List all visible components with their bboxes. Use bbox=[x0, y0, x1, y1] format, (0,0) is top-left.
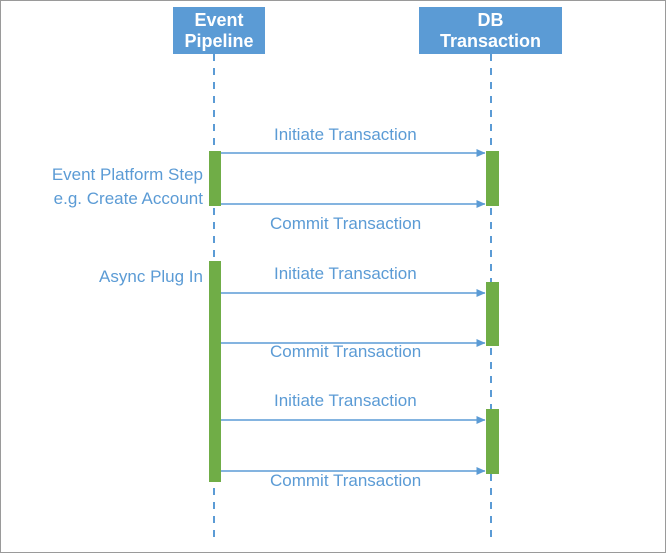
participant-db-transaction-line1: DB bbox=[477, 9, 504, 30]
activation-bar-db-transaction-2[interactable] bbox=[486, 282, 499, 346]
annotation-async-plug-in-line1: Async Plug In bbox=[99, 267, 203, 286]
participant-event-pipeline-line1: Event bbox=[194, 9, 244, 30]
message-label-3: Initiate Transaction bbox=[274, 264, 417, 283]
activation-bar-db-transaction-1[interactable] bbox=[486, 151, 499, 206]
message-label-1: Initiate Transaction bbox=[274, 125, 417, 144]
annotation-event-platform-step-line2: e.g. Create Account bbox=[53, 189, 203, 208]
participant-db-transaction[interactable]: DB Transaction bbox=[419, 7, 562, 54]
participant-event-pipeline-line2: Pipeline bbox=[184, 30, 254, 51]
activation-bar-db-transaction-3[interactable] bbox=[486, 409, 499, 474]
message-arrow-group bbox=[221, 149, 486, 475]
annotation-event-platform-step: Event Platform Step e.g. Create Account bbox=[23, 163, 203, 211]
activation-bar-event-pipeline-1[interactable] bbox=[209, 151, 221, 206]
message-label-4: Commit Transaction bbox=[270, 342, 422, 361]
message-label-5: Initiate Transaction bbox=[274, 391, 417, 410]
annotation-event-platform-step-line1: Event Platform Step bbox=[51, 165, 203, 184]
message-label-2: Commit Transaction bbox=[270, 214, 422, 233]
annotation-async-plug-in: Async Plug In bbox=[23, 265, 203, 289]
message-label-6: Commit Transaction bbox=[270, 471, 422, 490]
participant-event-pipeline[interactable]: Event Pipeline bbox=[173, 7, 265, 54]
participant-db-transaction-line2: Transaction bbox=[439, 30, 542, 51]
activation-bar-event-pipeline-2[interactable] bbox=[209, 261, 221, 482]
